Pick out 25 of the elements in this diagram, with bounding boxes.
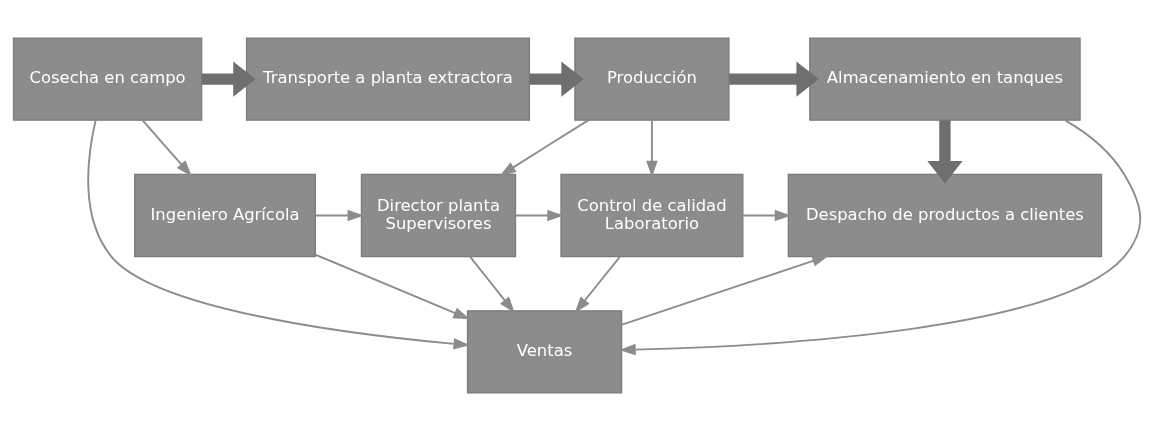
arrow: [514, 209, 564, 222]
arrow: [499, 119, 590, 176]
arrow: [927, 120, 963, 184]
arrow: [314, 253, 470, 320]
node-box: Transporte a planta extractora: [245, 37, 531, 121]
arrow: [141, 119, 192, 177]
arrow: [87, 119, 470, 350]
arrow: [619, 119, 1142, 356]
arrow: [646, 119, 658, 178]
node-box: Cosecha en campo: [12, 37, 203, 121]
arrow: [741, 209, 792, 222]
node-box: Ingeniero Agrícola: [134, 173, 316, 258]
arrow: [621, 255, 829, 326]
arrow: [729, 61, 819, 97]
node-box: Despacho de productos a clientes: [787, 173, 1103, 258]
node-box: Ventas: [466, 310, 623, 394]
node-box: Control de calidad Laboratorio: [560, 173, 744, 258]
node-box: Director planta Supervisores: [360, 173, 517, 258]
arrow: [314, 209, 364, 222]
arrow: [201, 61, 256, 97]
arrow: [574, 255, 621, 313]
arrow: [469, 255, 515, 313]
node-box: Producción: [574, 37, 730, 121]
arrow: [529, 61, 584, 97]
node-box: Almacenamiento en tanques: [809, 37, 1081, 121]
